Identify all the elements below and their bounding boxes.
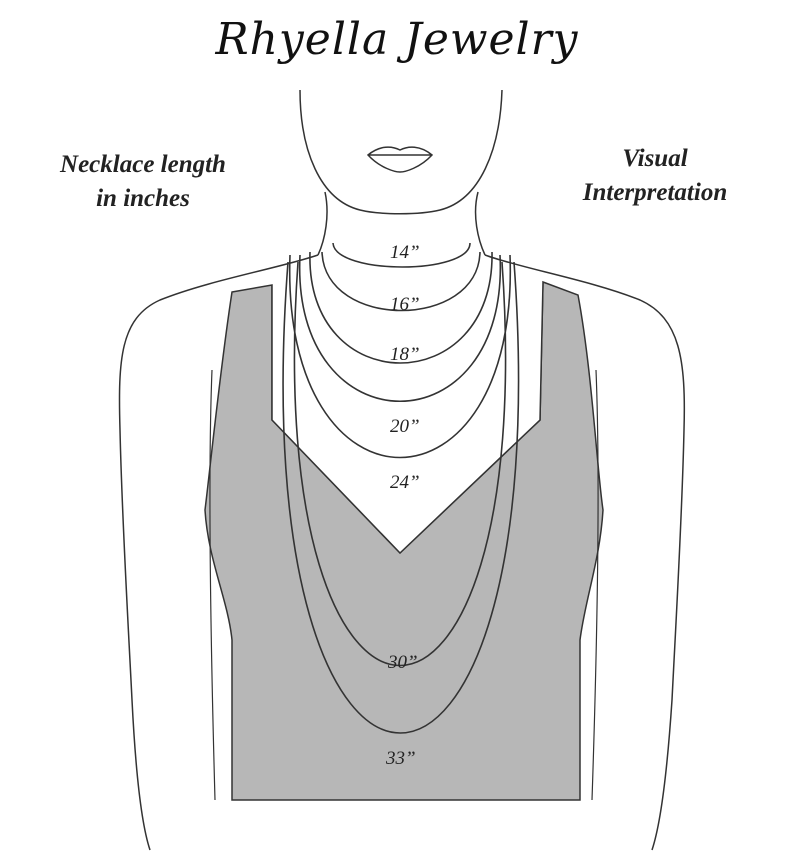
length-label-16: 16” (390, 294, 420, 315)
necklace-curves (282, 242, 520, 734)
right-caption: Visual Interpretation (540, 142, 770, 210)
necklace-30 (293, 261, 507, 667)
necklace-24 (289, 254, 511, 459)
left-caption: Necklace length in inches (28, 148, 258, 216)
length-label-24: 24” (390, 472, 420, 493)
right-caption-line1: Visual (622, 145, 688, 172)
head-outline (299, 89, 503, 215)
length-label-33: 33” (385, 748, 416, 769)
right-shoulder (484, 254, 686, 851)
necklace-16 (321, 251, 481, 312)
length-label-30: 30” (387, 652, 418, 673)
neckline (271, 281, 544, 555)
left-arm-inner (209, 369, 216, 801)
neck-left (317, 191, 328, 256)
length-label-20: 20” (390, 416, 420, 437)
length-label-14: 14” (390, 242, 420, 263)
right-arm-inner (591, 369, 599, 801)
left-shoulder (118, 254, 319, 851)
necklace-14 (332, 242, 471, 268)
brand-title: Rhyella Jewelry (215, 14, 579, 65)
right-caption-line2: Interpretation (582, 179, 728, 206)
left-caption-line2: in inches (96, 185, 190, 212)
necklace-18 (309, 251, 493, 364)
neck-right (474, 191, 486, 256)
necklace-33 (282, 261, 520, 734)
lips-icon (366, 146, 434, 173)
necklace-20 (299, 254, 501, 402)
left-caption-line1: Necklace length (60, 151, 226, 178)
length-label-18: 18” (390, 344, 420, 365)
